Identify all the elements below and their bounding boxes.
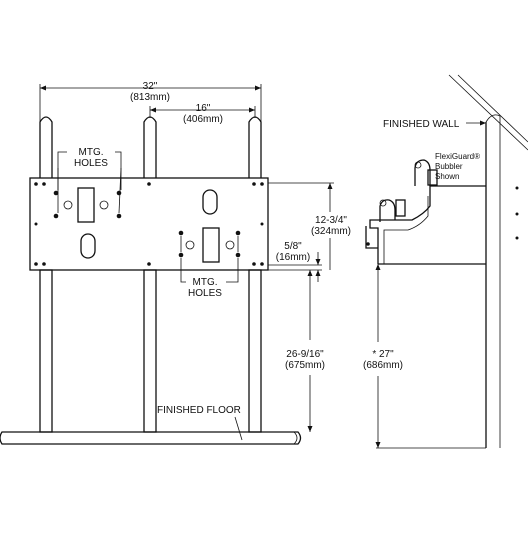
left-cutout-group [53,187,122,259]
finished-floor-label: FINISHED FLOOR [157,405,243,441]
width-metric: (813mm) [130,92,170,103]
left-slot [80,233,96,259]
mounting-hole [178,252,184,258]
mtg-holes-upper-line1: MTG. [79,147,104,158]
post-left-top [39,116,53,178]
offset-metric: (16mm) [276,252,310,263]
mounting-hole [116,213,122,219]
finished-wall-text: FINISHED WALL [383,119,460,130]
mtg-holes-lower-line2: HOLES [188,288,222,299]
plate-height-imperial: 12-3/4" [315,215,347,226]
rim-height-imperial: * 27" [372,349,394,360]
left-rect-cutout [77,187,95,223]
bubbler-note: FlexiGuard® Bubbler Shown [435,152,480,181]
bubbler-lower [379,199,406,222]
finished-floor-text: FINISHED FLOOR [157,405,241,416]
leg-center [143,269,157,433]
mounting-hole [235,230,241,236]
spacing-metric: (406mm) [183,114,223,125]
side-view: FINISHED WALL FlexiGuard® Bubbler Sh [363,74,528,449]
post-center-top [143,116,157,178]
floor-height-dimension: 26-9/16" (675mm) [285,270,325,432]
left-small-hole-a [63,200,73,210]
right-small-hole-b [225,240,235,250]
mounting-hole [116,190,122,196]
mounting-hole [178,230,184,236]
mounting-hole [235,252,241,258]
right-small-hole-a [185,240,195,250]
plate-height-dimension: 12-3/4" (324mm) [268,182,351,270]
fountain-basin [365,185,486,265]
plate-perimeter-holes [34,182,264,266]
mtg-holes-label-upper: MTG. HOLES [57,147,122,214]
bubbler-note-line2: Bubbler [435,162,463,171]
rim-height-dimension: * 27" (686mm) [363,264,486,449]
bubbler-note-line3: Shown [435,172,459,181]
mounting-hole [53,190,59,196]
mounting-plate [29,177,269,271]
mtg-holes-lower-line1: MTG. [193,277,218,288]
floor-height-imperial: 26-9/16" [286,349,324,360]
bubbler-upper [414,159,438,186]
bubbler-note-line1: FlexiGuard® [435,152,480,161]
mounting-hole [53,213,59,219]
spacing-imperial: 16" [196,103,211,114]
floor-height-metric: (675mm) [285,360,325,371]
leg-left [39,269,53,433]
post-right-top [248,116,262,178]
right-cutout-group [178,189,241,263]
rim-height-metric: (686mm) [363,360,403,371]
width-imperial: 32" [143,81,158,92]
plate-height-metric: (324mm) [311,226,351,237]
width-dimension: 32" (813mm) [39,81,262,122]
leg-right [248,269,262,433]
right-slot [202,189,218,215]
mtg-holes-upper-line2: HOLES [74,158,108,169]
right-rect-cutout [202,227,220,263]
offset-imperial: 5/8" [284,241,302,252]
floor-slab [0,431,302,445]
mtg-holes-label-lower: MTG. HOLES [180,236,239,299]
finished-wall [448,74,528,448]
spacing-dimension: 16" (406mm) [149,103,256,125]
offset-dimension: 5/8" (16mm) [261,241,322,282]
front-view: 32" (813mm) 16" (406mm) MTG. HOLES MTG. … [0,81,351,445]
left-small-hole-b [99,200,109,210]
